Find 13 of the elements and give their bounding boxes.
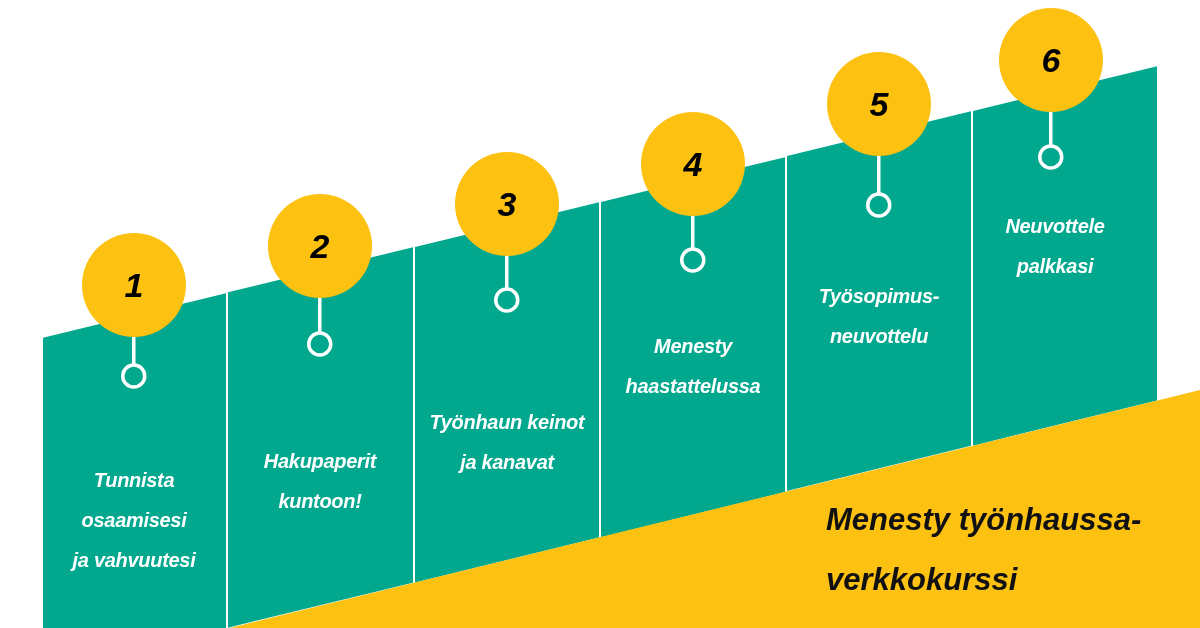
step-label: Tunnista osaamisesi ja vahvuutesi <box>71 468 197 573</box>
step-number: 6 <box>999 8 1103 112</box>
step-number: 1 <box>82 233 186 337</box>
step-number: 4 <box>641 112 745 216</box>
step-label: Menesty haastattelussa <box>624 334 762 399</box>
step-label: Hakupaperit kuntoon! <box>262 449 378 514</box>
step-number: 2 <box>268 194 372 298</box>
step-label: Työnhaun keinot ja kanavat <box>428 410 587 475</box>
step-number: 5 <box>827 52 931 156</box>
step-label: Neuvottele palkkasi <box>1004 214 1106 279</box>
step-number: 3 <box>455 152 559 256</box>
course-title: Menesty työnhaussa-verkkokurssi <box>826 501 1143 599</box>
step-label: Työsopimus-neuvottelu <box>817 284 941 349</box>
